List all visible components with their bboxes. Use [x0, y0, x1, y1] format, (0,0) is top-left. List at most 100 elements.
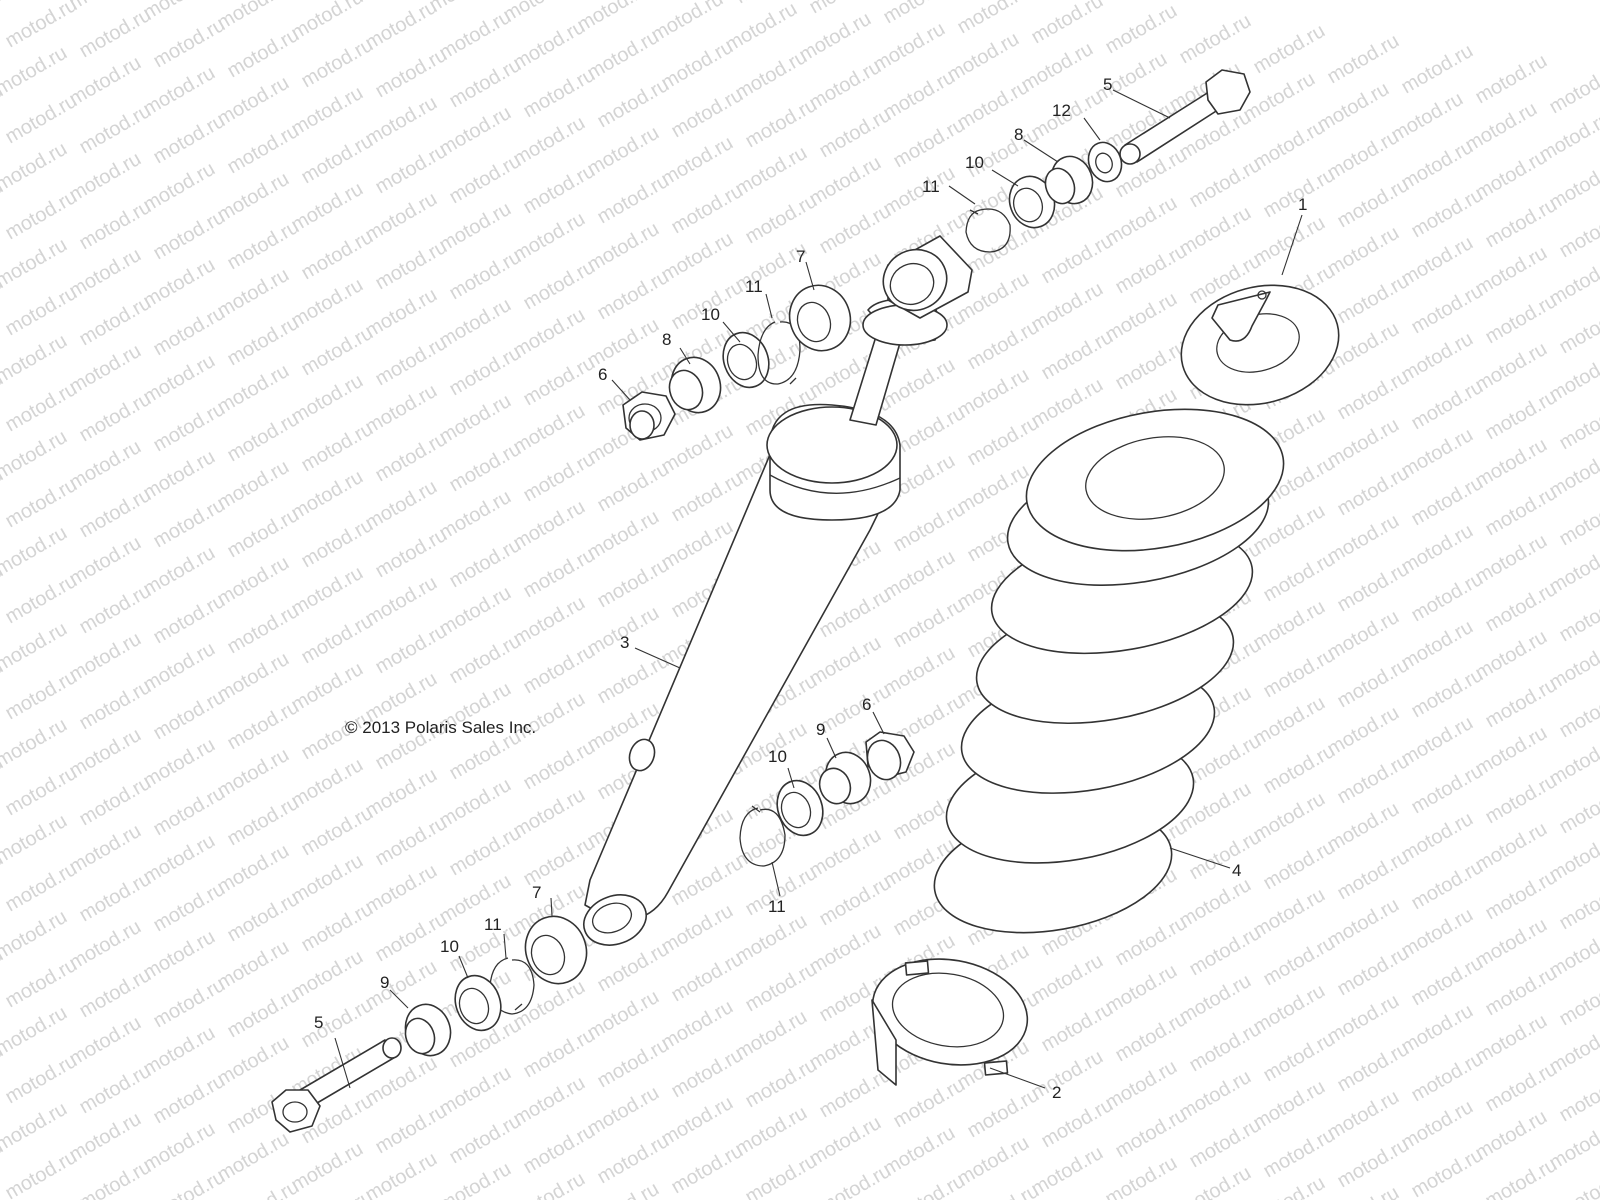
watermark-text: motod.ru [954, 364, 1033, 423]
watermark-text: motod.ru [140, 638, 219, 697]
watermark-text: motod.ru [1408, 952, 1487, 1011]
watermark-text: motod.ru [1334, 174, 1413, 233]
watermark-text: motod.ru [732, 142, 811, 201]
watermark-text: motod.ru [1482, 290, 1561, 349]
watermark-text: motod.ru [1186, 154, 1265, 213]
watermark-text: motod.ru [76, 1156, 155, 1200]
watermark-text: motod.ru [150, 302, 229, 361]
watermark-text: motod.ru [372, 236, 451, 295]
watermark-text: motod.ru [140, 830, 219, 889]
watermark-text: motod.ru [1250, 980, 1329, 1039]
watermark-text: motod.ru [150, 398, 229, 457]
watermark-text: motod.ru [288, 658, 367, 717]
watermark-text: motod.ru [742, 1150, 821, 1200]
watermark-text: motod.ru [76, 484, 155, 543]
watermark-text: motod.ru [140, 542, 219, 601]
watermark-text: motod.ru [140, 1118, 219, 1177]
watermark-text: motod.ru [150, 494, 229, 553]
watermark-text: motod.ru [372, 332, 451, 391]
watermark-text: motod.ru [150, 974, 229, 1033]
watermark-text: motod.ru [66, 532, 145, 591]
watermark-text: motod.ru [1556, 204, 1600, 263]
watermark-text: motod.ru [76, 100, 155, 159]
watermark-text: motod.ru [520, 64, 599, 123]
watermark-text: motod.ru [1388, 88, 1467, 147]
watermark-text: motod.ru [658, 420, 737, 479]
watermark-text: motod.ru [1482, 1058, 1561, 1117]
watermark-text: motod.ru [944, 28, 1023, 87]
watermark-text: motod.ru [510, 592, 589, 651]
spacer-right-upper [1044, 155, 1094, 205]
coil-spring [933, 408, 1285, 934]
watermark-text: motod.ru [2, 762, 81, 821]
watermark-text: motod.ru [1472, 818, 1551, 877]
watermark-text: motod.ru [66, 244, 145, 303]
clip-lower-left [489, 957, 535, 1015]
watermark-text: motod.ru [1546, 60, 1600, 119]
watermark-text: motod.ru [1482, 866, 1561, 925]
watermark-text: motod.ru [66, 628, 145, 687]
watermark-text: motod.ru [668, 948, 747, 1007]
watermark-text: motod.ru [1556, 588, 1600, 647]
watermark-text: motod.ru [510, 304, 589, 363]
watermark-text: motod.ru [1250, 596, 1329, 655]
watermark-text: motod.ru [1324, 798, 1403, 857]
watermark-text: motod.ru [288, 562, 367, 621]
watermark-text: motod.ru [372, 140, 451, 199]
watermark-text: motod.ru [362, 1148, 441, 1200]
watermark-text: motod.ru [1556, 492, 1600, 551]
nut-lower [865, 731, 915, 781]
watermark-text: motod.ru [76, 676, 155, 735]
watermark-text: motod.ru [224, 888, 303, 947]
watermark-text: motod.ru [1408, 376, 1487, 435]
watermark-text: motod.ru [1324, 30, 1403, 89]
watermark-text: motod.ru [1408, 280, 1487, 339]
watermark-text: motod.ru [66, 724, 145, 783]
watermark-text: motod.ru [1334, 750, 1413, 809]
watermark-text: motod.ru [288, 754, 367, 813]
watermark-text: motod.ru [1038, 1094, 1117, 1153]
shock-absorber-body [583, 235, 973, 946]
watermark-text: motod.ru [806, 1112, 885, 1171]
watermark-text: motod.ru [372, 812, 451, 871]
watermark-text: motod.ru [1462, 98, 1541, 157]
watermark-text: motod.ru [1472, 1106, 1551, 1165]
watermark-text: motod.ru [1408, 184, 1487, 243]
watermark-text: motod.ru [1472, 338, 1551, 397]
watermark-text: motod.ru [806, 824, 885, 883]
watermark-text: motod.ru [816, 200, 895, 259]
watermark-text: motod.ru [140, 350, 219, 409]
watermark-text: motod.ru [520, 352, 599, 411]
watermark-text: motod.ru [880, 642, 959, 701]
spring-retainer-bottom [871, 958, 1029, 1086]
watermark-text: motod.ru [1472, 242, 1551, 301]
watermark-text: motod.ru [372, 1100, 451, 1159]
watermark-text: motod.ru [362, 188, 441, 247]
watermark-text: motod.ru [2, 474, 81, 533]
watermark-text: motod.ru [1112, 240, 1191, 299]
watermark-text: motod.ru [372, 44, 451, 103]
watermark-text: motod.ru [1408, 856, 1487, 915]
watermark-text: motod.ru [584, 218, 663, 277]
callout-9-left: 9 [380, 973, 389, 992]
watermark-text: motod.ru [1260, 836, 1339, 895]
watermark-text: motod.ru [140, 158, 219, 217]
watermark-text: motod.ru [224, 216, 303, 275]
watermark-text: motod.ru [1408, 472, 1487, 531]
watermark-text: motod.ru [2, 282, 81, 341]
spacer-left-upper [668, 356, 722, 414]
watermark-text: motod.ru [816, 680, 895, 739]
watermark-text: motod.ru [1038, 998, 1117, 1057]
watermark-text: motod.ru [1472, 146, 1551, 205]
watermark-text: motod.ru [224, 696, 303, 755]
watermark-text: motod.ru [890, 1170, 969, 1200]
bolt-bottom [271, 1037, 402, 1133]
watermark-text: motod.ru [658, 36, 737, 95]
watermark-text: motod.ru [150, 686, 229, 745]
watermark-text: motod.ru [1324, 510, 1403, 569]
watermark-text: motod.ru [224, 120, 303, 179]
watermark-text: motod.ru [890, 594, 969, 653]
watermark-text: motod.ru [520, 640, 599, 699]
watermark-text: motod.ru [298, 130, 377, 189]
